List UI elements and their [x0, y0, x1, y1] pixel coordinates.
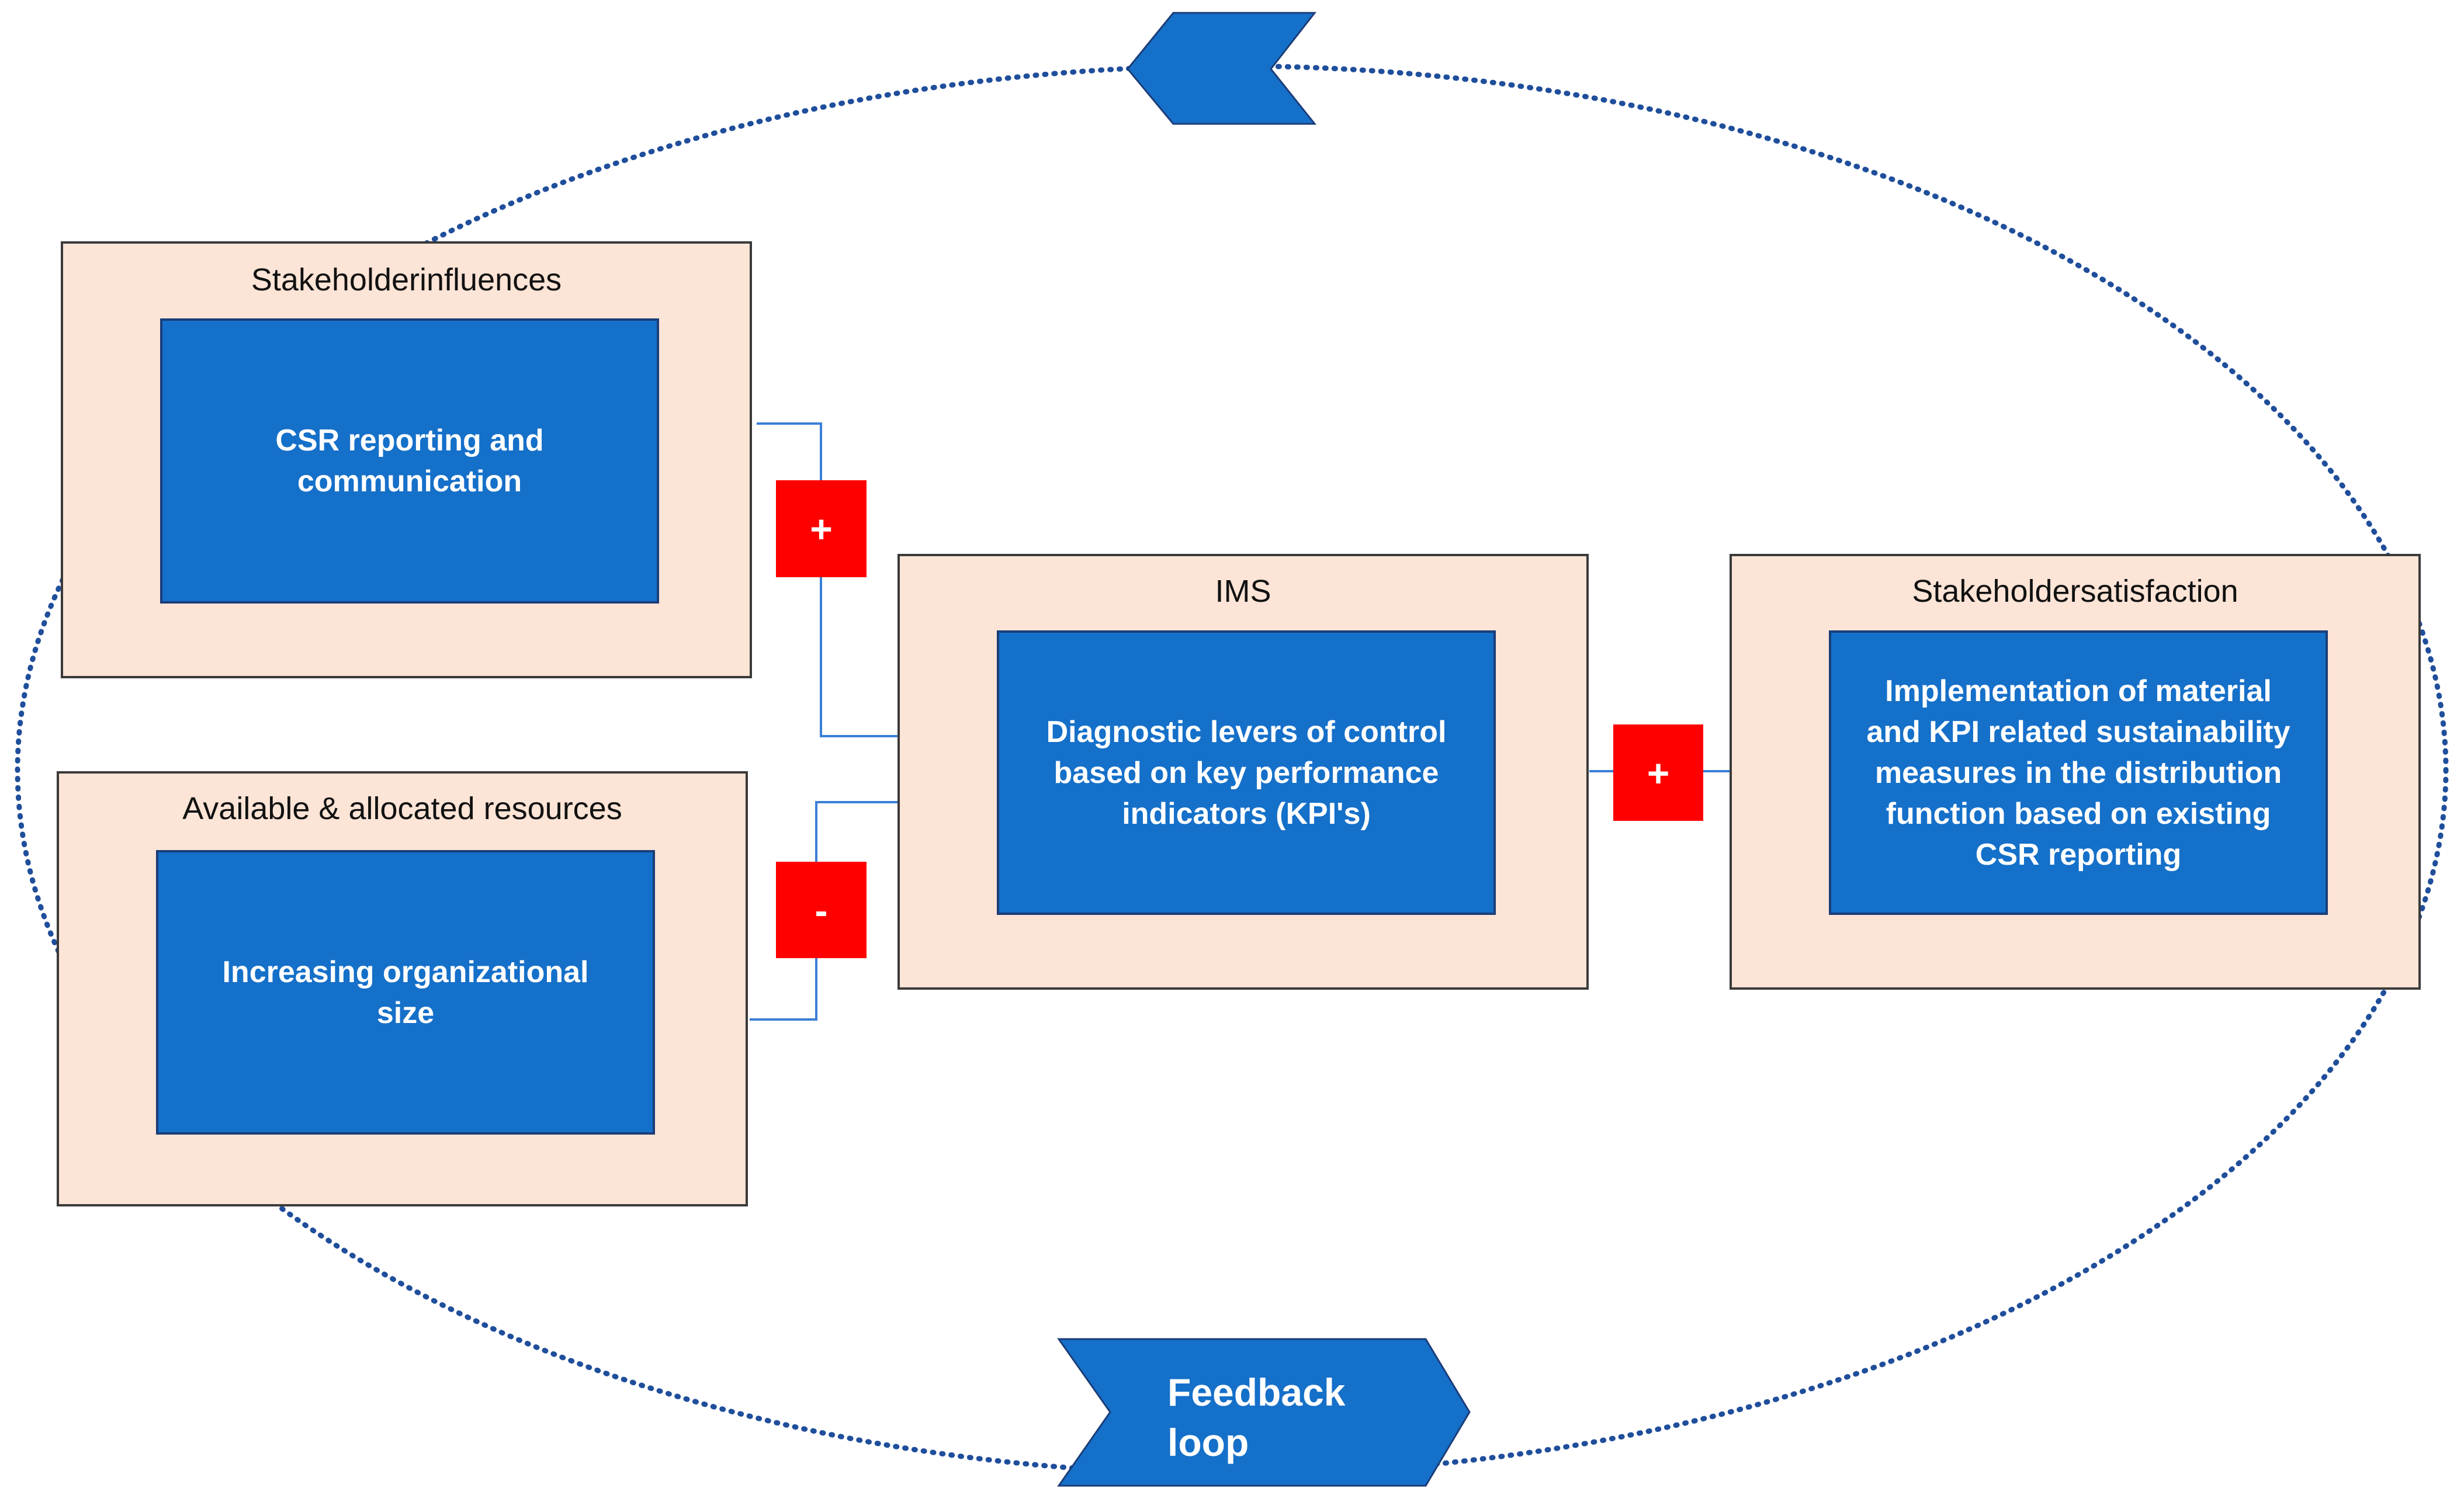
implementation-line-4: function based on existing — [1886, 796, 2271, 831]
organizational-size-box: Increasing organizational size — [156, 850, 655, 1135]
csr-reporting-line-1: CSR reporting and — [275, 424, 544, 457]
stakeholder-satisfaction-title: Stakeholdersatisfaction — [1912, 574, 2238, 609]
resources-title: Available & allocated resources — [182, 791, 622, 826]
top-chevron-shape — [1127, 12, 1317, 125]
ims-title: IMS — [1215, 574, 1271, 609]
implementation-line-5: CSR reporting — [1975, 837, 2182, 872]
csr-reporting-line-2: communication — [297, 464, 522, 498]
implementation-line-1: Implementation of material — [1885, 674, 2272, 708]
csr-reporting-text: CSR reporting and communication — [240, 420, 578, 502]
diagnostic-levers-text: Diagnostic levers of control based on ke… — [1011, 712, 1482, 834]
feedback-loop-line-2: loop — [1167, 1421, 1249, 1464]
csr-reporting-box: CSR reporting and communication — [160, 318, 659, 604]
ims-box: IMS Diagnostic levers of control based o… — [897, 554, 1589, 990]
chevron-right-icon — [1057, 1338, 1471, 1487]
organizational-size-line-1: Increasing organizational size — [222, 955, 589, 1030]
minus-sign-resources: - — [776, 862, 867, 958]
implementation-line-3: measures in the distribution — [1874, 755, 2282, 790]
implementation-text: Implementation of material and KPI relat… — [1849, 671, 2307, 875]
diagnostic-levers-box: Diagnostic levers of control based on ke… — [997, 630, 1496, 915]
stakeholder-influences-box: Stakeholderinfluences CSR reporting and … — [61, 241, 752, 678]
plus-sign-satisfaction: + — [1613, 724, 1703, 821]
implementation-line-2: and KPI related sustainability — [1866, 715, 2290, 749]
stakeholder-influences-title: Stakeholderinfluences — [251, 262, 562, 297]
resources-box: Available & allocated resources Increasi… — [57, 771, 748, 1206]
implementation-box: Implementation of material and KPI relat… — [1829, 630, 2328, 915]
diagnostic-levers-line-3: indicators (KPI's) — [1122, 796, 1371, 831]
diagnostic-levers-line-2: based on key performance — [1053, 755, 1439, 790]
organizational-size-text: Increasing organizational size — [158, 952, 653, 1034]
feedback-loop-label: Feedback loop — [1167, 1367, 1345, 1468]
feedback-loop-line-1: Feedback — [1167, 1371, 1346, 1414]
plus-sign-influences: + — [776, 480, 867, 577]
stakeholder-satisfaction-box: Stakeholdersatisfaction Implementation o… — [1730, 554, 2421, 990]
diagnostic-levers-line-1: Diagnostic levers of control — [1046, 715, 1447, 749]
